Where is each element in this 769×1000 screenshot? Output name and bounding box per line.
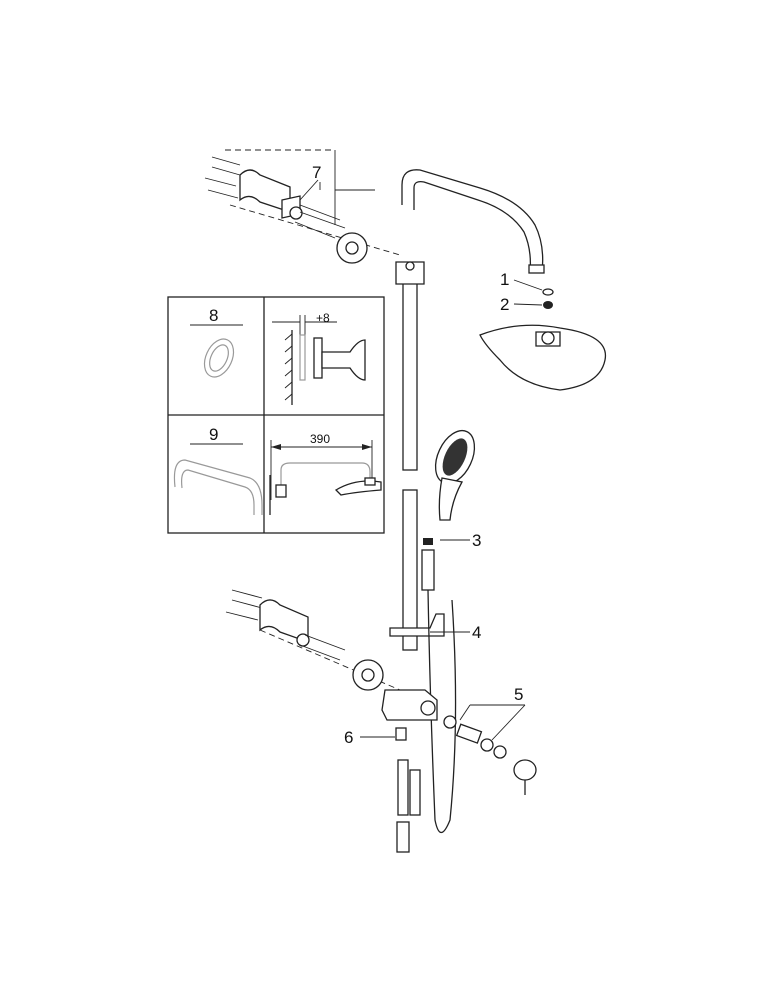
offset-dimension: +8 (316, 311, 330, 325)
alternative-shower-arm (173, 459, 263, 515)
handle-assembly (443, 715, 537, 795)
accessory-inset-panel: 8 9 +8 390 (167, 296, 385, 534)
inset-label-9: 9 (209, 425, 218, 444)
head-shower (479, 324, 607, 391)
callout-3: 3 (472, 531, 481, 550)
shower-arm (401, 169, 544, 273)
callout-2: 2 (500, 295, 509, 314)
hose-washer (423, 538, 433, 545)
callout-1: 1 (500, 270, 509, 289)
arm-projection-detail: 390 (269, 432, 382, 515)
callout-5: 5 (514, 685, 523, 704)
diverter-body (381, 689, 438, 853)
hand-shower (434, 429, 476, 521)
callout-6: 6 (344, 728, 353, 747)
slide-holder (389, 613, 445, 637)
seal-washer (542, 288, 554, 296)
lower-wall-bracket-assembly (225, 589, 401, 691)
hose-nut (421, 549, 435, 591)
shower-rail (395, 261, 425, 651)
inset-label-8: 8 (209, 306, 218, 325)
projection-dimension: 390 (310, 432, 330, 446)
callout-7: 7 (312, 163, 321, 182)
upper-wall-bracket-assembly (204, 149, 401, 256)
shower-hose (427, 589, 457, 834)
filter-ring (543, 301, 553, 309)
wall-offset-detail: +8 (272, 311, 366, 405)
callout-4: 4 (472, 623, 481, 642)
